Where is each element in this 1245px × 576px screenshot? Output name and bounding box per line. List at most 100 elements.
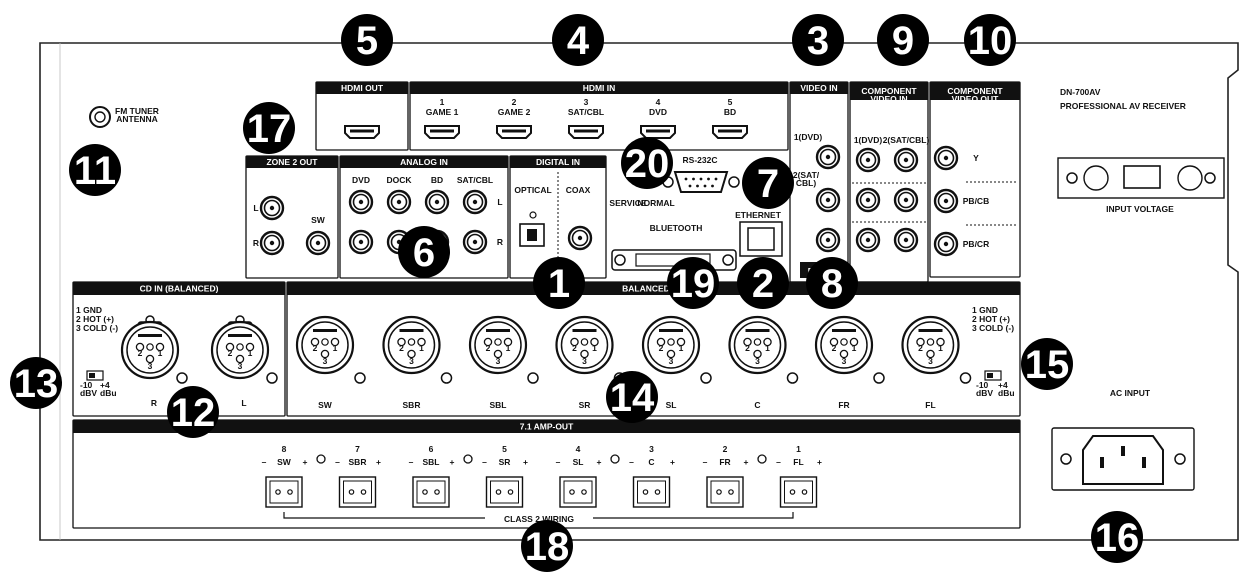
cd-in-screw-l — [266, 372, 278, 384]
amp-out-terminal-1 — [779, 476, 818, 508]
hdmi-out-header-bar — [316, 82, 408, 94]
component-in-jack-ring — [897, 191, 915, 209]
balanced-out-xlr-sl-pin2: 2 — [659, 343, 664, 353]
analog-in-jack-3-l-pin — [434, 199, 440, 205]
balanced-out-xlr-sw-inner — [301, 321, 349, 369]
balanced-out-xlr-sl-pin3: 3 — [669, 356, 674, 366]
balanced-out-xlr-fr-center — [840, 338, 848, 346]
coax-jack-ring — [571, 229, 589, 247]
amp-out-indicator — [610, 454, 620, 464]
balanced-out-xlr-sbl-pin3: 3 — [496, 356, 501, 366]
rs232-pin — [696, 184, 699, 188]
analog-in-jack-2-l-pin — [396, 199, 402, 205]
callout-11-badge — [69, 144, 121, 196]
callout-10: 10 — [968, 19, 1013, 63]
component-in-jack-pin — [865, 157, 871, 163]
hdmi-in-port-1-number: 1 — [440, 97, 445, 107]
fm-antenna-connector — [89, 106, 111, 128]
video-in-jack-3-pin — [825, 237, 831, 243]
amp-out-header-bar — [73, 420, 1020, 433]
balanced-out-xlr-sw-marking — [313, 329, 337, 332]
balanced-out-screw — [959, 372, 972, 384]
balanced-out-xlr-sbl-pin2: 2 — [486, 343, 491, 353]
cd-in-xlr-l-pin-hole — [235, 354, 245, 364]
amp-out-terminal-1-screw-right — [801, 489, 808, 495]
hdmi-in-header-text: HDMI IN — [583, 83, 616, 93]
balanced-out-xlr-sr-pin-hole — [590, 337, 599, 347]
balanced-out-xlr-c-pin2: 2 — [745, 343, 750, 353]
ac-pin-left — [1100, 457, 1104, 468]
zone2-jack-r-pin — [269, 240, 275, 246]
amp-out-terminal-4-screw-left — [569, 489, 575, 495]
amp-out-8-minus: – — [262, 457, 267, 467]
amp-out-8-number: 8 — [282, 444, 287, 454]
callout-6-badge — [398, 226, 450, 278]
balanced-out-xlr-fr-pin-hole — [839, 349, 849, 359]
input-voltage-label: INPUT VOLTAGE — [1106, 204, 1174, 214]
callout-8: 8 — [821, 262, 843, 306]
cd-in-xlr-r-center — [146, 343, 154, 351]
component-in-jack-pin — [865, 197, 871, 203]
amp-out-6-minus: – — [409, 457, 414, 467]
balanced-out-xlr-fl-marking — [918, 329, 943, 332]
amp-out-terminal-3 — [632, 476, 671, 508]
coax-jack-pin — [577, 235, 583, 241]
balanced-out-xlr-sw-center — [321, 338, 329, 346]
component-out-label-1: Y — [973, 153, 979, 163]
component-in-header-bar — [850, 82, 928, 100]
cd-in-xlr-r-pin-hole — [155, 342, 165, 352]
callout-15-badge — [1021, 338, 1073, 390]
balanced-out-xlr-sl-pin-hole — [666, 349, 676, 359]
hdmi-out-header-text: HDMI OUT — [341, 83, 384, 93]
balanced-out-xlr-fl-inner — [906, 321, 955, 369]
class2-label-bg — [485, 512, 593, 524]
cd-in-xlr-l-marking — [228, 334, 252, 337]
callout-6: 6 — [413, 231, 435, 275]
cd-in-xlr-r-pin3: 3 — [148, 361, 153, 371]
balanced-out-xlr-sr-pin-hole — [580, 349, 589, 359]
analog-in-header-text: ANALOG IN — [400, 157, 448, 167]
fm-antenna-connector-core — [94, 111, 106, 123]
balanced-out-xlr-sr-marking — [572, 329, 597, 332]
callout-9: 9 — [892, 19, 914, 63]
component-out-jack-2-pin — [943, 198, 949, 204]
balanced-out-xlr-c-pin1: 1 — [765, 343, 770, 353]
ac-input-screw-left — [1060, 453, 1072, 465]
zone2-jack-l-ring — [263, 199, 281, 217]
rs232-pin — [688, 184, 692, 188]
amp-out-terminal-7-inner — [343, 480, 372, 504]
callout-18-badge — [521, 520, 573, 572]
video-in-jack-2-pin — [825, 197, 831, 203]
cd-in-label-l: L — [241, 398, 246, 408]
balanced-out-label-fl: FL — [925, 400, 935, 410]
balanced-out-xlr-sl-pin1: 1 — [679, 343, 684, 353]
rs232-pin — [699, 177, 703, 181]
balanced-out-xlr-fr-pin-hole — [829, 337, 839, 347]
callout-12: 12 — [171, 391, 216, 435]
cd-in-xlr-r-pin-hole — [145, 354, 155, 364]
amp-out-indicator — [463, 454, 473, 464]
component-in-label-2: 2(SAT/CBL) — [883, 135, 930, 145]
balanced-out-xlr-sr-center — [580, 338, 589, 346]
component-in-jack-pin — [903, 197, 909, 203]
amp-out-5-plus: + — [523, 457, 528, 467]
balanced-out-xlr-sbl-center — [494, 338, 502, 346]
amp-out-6-name: SBL — [423, 457, 440, 467]
cd-in-xlr-r-marking — [138, 334, 162, 337]
hdmi-in-port-3-number: 3 — [584, 97, 589, 107]
bluetooth-screw-right — [722, 254, 734, 266]
rs232-screw-right — [728, 176, 740, 188]
amp-out-7-plus: + — [376, 457, 381, 467]
digital-in-header-bar — [510, 156, 606, 168]
balanced-out-screw — [873, 372, 885, 384]
amp-out-terminal-8-screw-left — [275, 489, 281, 495]
balanced-out-xlr-fl-center — [926, 338, 935, 346]
balanced-out-xlr-sl-inner — [647, 321, 695, 369]
callout-11: 11 — [74, 149, 116, 193]
balanced-out-xlr-c-center — [753, 338, 762, 346]
analog-in-label-3: BD — [431, 175, 443, 185]
cd-in-xlr-l-pin-hole — [225, 342, 235, 352]
